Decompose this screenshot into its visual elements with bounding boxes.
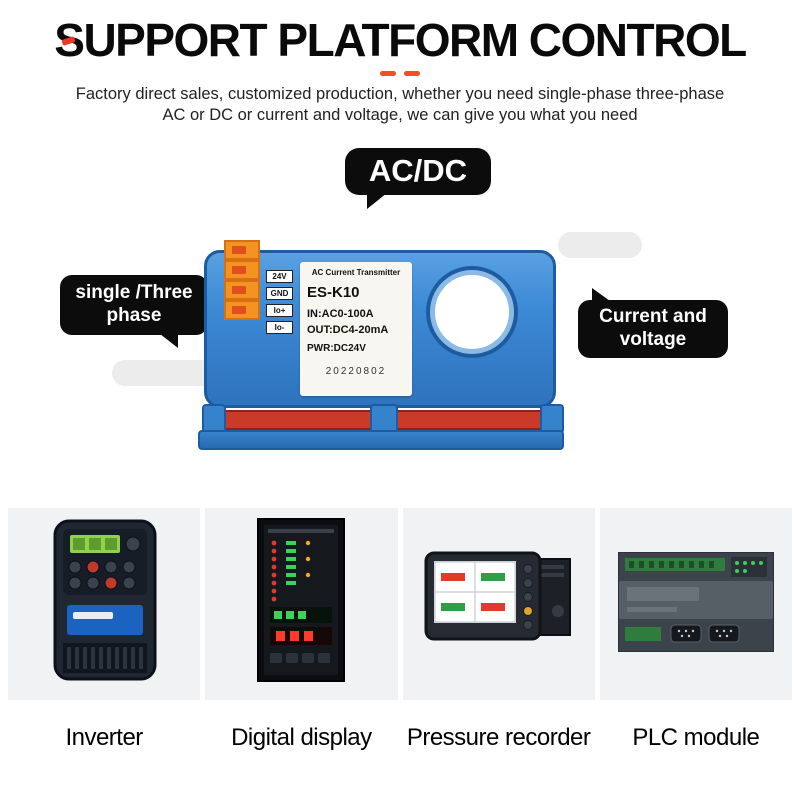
- current-transmitter-device: 24V GND Io+ Io- AC Current Transmitter E…: [198, 238, 568, 463]
- product-labels: Inverter Digital display Pressure record…: [0, 724, 800, 752]
- callout-tail: [592, 287, 610, 301]
- label-date: 20220802: [325, 365, 387, 377]
- terminal-24v: 24V: [266, 269, 293, 283]
- pressure-recorder-image: [424, 551, 571, 641]
- ghost-bubble: [558, 231, 642, 258]
- hero-section: AC/DC single /Three phase Current and vo…: [0, 130, 800, 502]
- label-model: ES-K10: [307, 283, 360, 301]
- plc-module-image: [617, 551, 774, 652]
- product-spec-label: AC Current Transmitter ES-K10 IN:AC0-100…: [300, 261, 412, 396]
- label-plc-module: PLC module: [632, 723, 760, 751]
- page-title: SUPPORT PLATFORM CONTROL: [54, 14, 747, 66]
- terminal-io-plus: Io+: [266, 303, 293, 317]
- header: SUPPORT PLATFORM CONTROL Factory direct …: [0, 0, 800, 126]
- label-digital-display: Digital display: [231, 723, 372, 751]
- label-pressure-recorder: Pressure recorder: [406, 723, 591, 751]
- callout-acdc: AC/DC: [345, 147, 491, 209]
- label-title: AC Current Transmitter: [311, 267, 401, 277]
- callout-acdc-label: AC/DC: [368, 153, 468, 189]
- subtitle: Factory direct sales, customized product…: [0, 84, 800, 125]
- callout-phase-line-1: single /Three: [75, 281, 193, 303]
- label-output: OUT:DC4-20mA: [307, 323, 389, 336]
- card-inverter: [8, 507, 201, 700]
- terminal-labels: 24V GND Io+ Io-: [266, 269, 293, 334]
- label-input: IN:AC0-100A: [307, 307, 374, 320]
- subtitle-line-2: AC or DC or current and voltage, we can …: [162, 105, 638, 124]
- orange-accent-dashes: [0, 71, 800, 77]
- mounting-base: [198, 429, 564, 450]
- card-pressure-recorder: [402, 507, 595, 700]
- terminal-gnd: GND: [266, 286, 293, 300]
- orange-dash-icon: [404, 71, 420, 77]
- terminal-block: [224, 239, 260, 320]
- callout-cv-line-1: Current and: [599, 305, 707, 327]
- rail-clip: [370, 403, 398, 434]
- inverter-image: [53, 519, 157, 681]
- callout-phase-line-2: phase: [106, 304, 162, 326]
- callout-tail: [367, 192, 387, 209]
- callout-tail: [160, 333, 178, 348]
- digital-display-image: [257, 517, 346, 682]
- callout-current-voltage: Current and voltage: [578, 287, 728, 358]
- label-inverter: Inverter: [65, 723, 143, 751]
- card-plc-module: [599, 507, 792, 700]
- orange-dash-icon: [380, 71, 396, 77]
- rail-clip: [202, 403, 226, 434]
- callout-cv-line-2: voltage: [619, 328, 687, 350]
- card-digital-display: [205, 507, 398, 700]
- callout-phase: single /Three phase: [60, 274, 208, 348]
- wire-through-hole: [430, 269, 514, 354]
- label-power: PWR:DC24V: [307, 342, 366, 354]
- subtitle-line-1: Factory direct sales, customized product…: [75, 85, 725, 104]
- application-products: [0, 507, 800, 700]
- terminal-io-minus: Io-: [266, 320, 293, 334]
